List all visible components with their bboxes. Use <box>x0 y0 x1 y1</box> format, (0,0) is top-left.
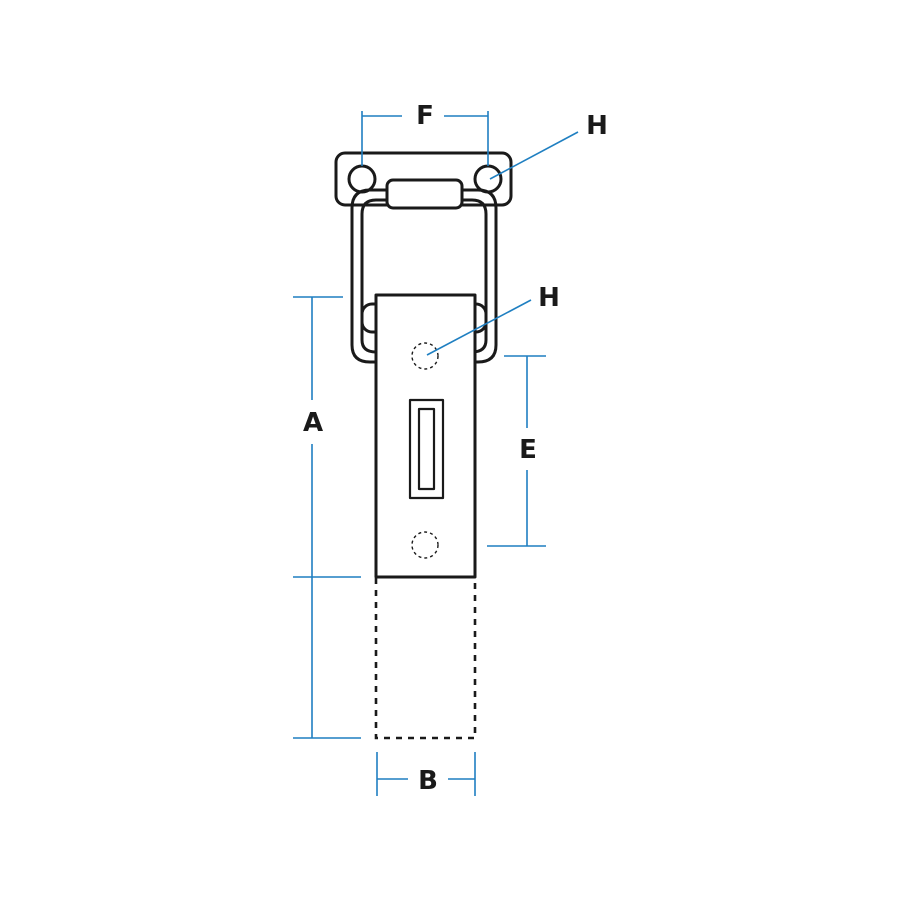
wire-loop-inner <box>360 198 488 354</box>
label-f: F <box>416 101 434 131</box>
hidden-hole-upper <box>411 342 439 370</box>
label-h-middle: H <box>538 283 560 313</box>
hinge-knuckle <box>385 178 464 210</box>
wire-loop-outer <box>350 188 498 364</box>
strike-extension-dashed <box>374 578 477 740</box>
lever-plate <box>374 293 477 579</box>
dimension-e <box>487 355 546 547</box>
lever-slot-outer <box>408 398 445 500</box>
label-h-top: H <box>586 111 608 141</box>
hidden-hole-lower <box>411 531 439 559</box>
label-e: E <box>519 435 537 465</box>
dimension-b <box>376 752 476 796</box>
leader-h-top <box>489 131 579 180</box>
dimension-labels: F H H A E B <box>303 101 608 796</box>
label-a: A <box>303 408 323 438</box>
label-b: B <box>418 766 438 796</box>
dimension-a <box>293 296 361 739</box>
lever-slot-inner <box>417 407 436 491</box>
leader-h-middle <box>426 299 532 356</box>
dimension-lines <box>293 111 579 796</box>
dimension-f <box>361 111 489 166</box>
latch-body <box>334 151 513 740</box>
